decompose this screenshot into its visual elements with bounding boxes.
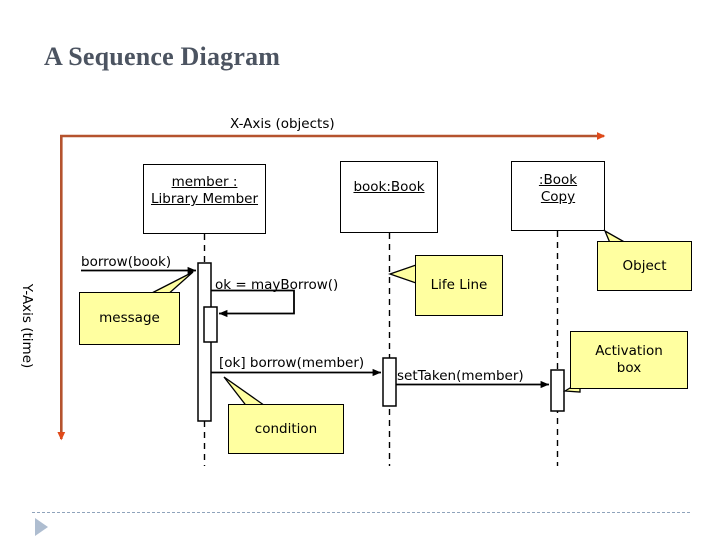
next-slide-triangle-icon[interactable] — [35, 518, 48, 536]
message-arrow-may-borrow — [211, 289, 295, 318]
callout-label-condition: condition — [254, 420, 318, 437]
object-box-book[interactable]: book:Book — [340, 161, 438, 233]
object-box-bookcopy[interactable]: :Book Copy — [511, 161, 605, 231]
callout-condition[interactable]: condition — [228, 404, 344, 454]
callout-lifeline[interactable]: Life Line — [415, 255, 503, 316]
object-label-book: book:Book — [353, 179, 425, 195]
callout-object[interactable]: Object — [597, 241, 692, 291]
message-label-set-taken: setTaken(member) — [397, 368, 524, 384]
activation-bar-member-nested — [203, 306, 218, 343]
message-label-ok-borrow: [ok] borrow(member) — [219, 355, 365, 371]
callout-tail-lifeline — [388, 264, 417, 284]
callout-label-activation: Activation box — [595, 343, 663, 376]
callout-message[interactable]: message — [79, 292, 180, 345]
message-label-may-borrow: ok = mayBorrow() — [215, 277, 339, 293]
message-label-borrow-book: borrow(book) — [81, 254, 172, 270]
callout-label-object: Object — [622, 257, 667, 274]
object-label-bookcopy: :Book Copy — [538, 172, 578, 205]
object-box-member[interactable]: member : Library Member — [143, 164, 266, 234]
x-axis-label: X-Axis (objects) — [230, 116, 335, 132]
activation-bar-bookcopy — [550, 369, 565, 412]
page-title: A Sequence Diagram — [44, 42, 281, 71]
object-label-member: member : Library Member — [150, 174, 259, 207]
footer-divider — [32, 512, 690, 513]
callout-activation[interactable]: Activation box — [570, 331, 688, 389]
callout-label-message: message — [99, 310, 160, 326]
callout-label-lifeline: Life Line — [430, 277, 488, 293]
activation-bar-book — [382, 357, 397, 407]
